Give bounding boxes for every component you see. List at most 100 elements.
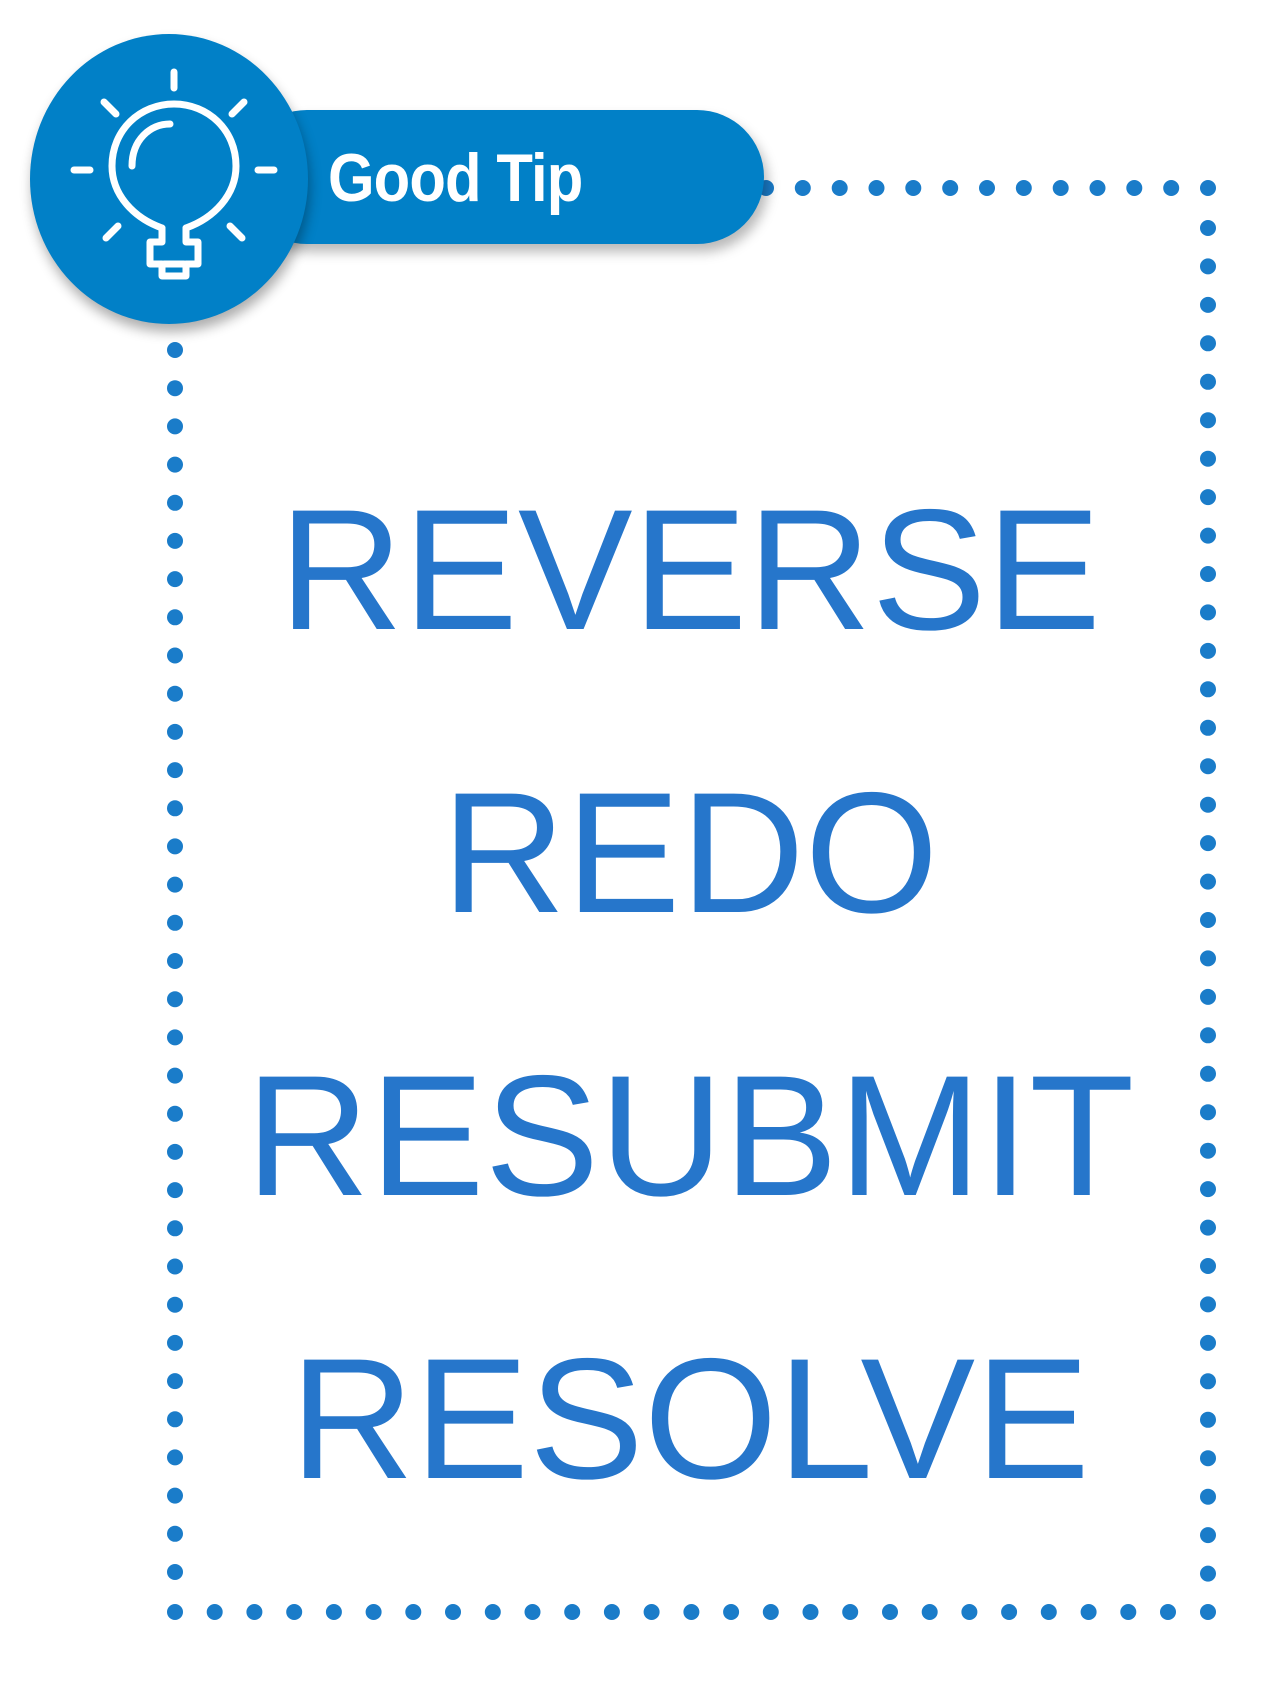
border-dot [1200,642,1216,659]
border-dot [1200,220,1216,236]
border-dot [1200,796,1216,813]
border-dot [905,180,922,196]
border-dot [1200,1334,1216,1351]
border-dot [167,1487,183,1504]
border-dot [167,609,183,626]
border-dot [868,180,885,196]
border-dot [1200,950,1216,967]
border-dot [167,1067,183,1084]
border-dot [1200,1104,1216,1121]
border-dot [1200,412,1216,429]
border-dot [1001,1604,1018,1620]
border-dot [1200,681,1216,698]
border-dot [167,342,183,358]
border-dot [921,1604,938,1620]
border-dot [1015,180,1032,196]
border-dot [564,1604,581,1620]
border-dot [167,1296,183,1313]
border-dot [1200,450,1216,467]
border-dot [167,456,183,473]
border-dot [167,1258,183,1275]
border-dot [723,1604,740,1620]
border-dot [365,1604,382,1620]
border-dot [1200,873,1216,890]
border-dot [167,1373,183,1390]
border-dot [167,1334,183,1351]
border-dot [1120,1604,1137,1620]
border-dot [1040,1604,1057,1620]
border-dot [167,1182,183,1199]
border-dot [1200,1411,1216,1428]
border-dot [1200,1488,1216,1505]
border-dot [1200,1219,1216,1236]
border-dot [1163,180,1180,196]
border-dot [1200,719,1216,736]
border-dot [1200,1373,1216,1390]
border-dot [842,1604,859,1620]
border-dot [1200,296,1216,313]
border-dot [762,1604,779,1620]
border-dot [484,1604,501,1620]
border-dot [1200,180,1216,196]
border-dot [1200,1181,1216,1198]
border-dot [1200,335,1216,352]
border-dot [524,1604,541,1620]
border-dot [167,1525,183,1542]
lightbulb-icon [70,68,278,280]
border-dot [1200,373,1216,390]
border-dot [1126,180,1143,196]
border-dot [961,1604,978,1620]
border-dot [167,494,183,511]
border-dot [167,532,183,549]
border-dot [1200,835,1216,852]
border-dot [643,1604,660,1620]
border-dot [1200,1065,1216,1082]
border-dot [942,180,959,196]
border-dot [1200,566,1216,582]
border-dot [979,180,995,196]
border-dot [167,685,183,702]
border-dot [167,838,183,855]
border-dot [1200,988,1216,1005]
border-dot [167,1105,183,1122]
border-dot [1200,489,1216,506]
border-dot [794,180,811,196]
border-dot [325,1604,342,1620]
border-dot [882,1604,898,1620]
word-redo: REDO [441,757,939,949]
border-dot [603,1604,620,1620]
border-dot [167,418,183,435]
border-dot [167,1564,183,1580]
border-dot [167,876,183,893]
border-dot [167,571,183,588]
border-dot [1200,527,1216,544]
border-dot [167,991,183,1008]
border-dot [1080,1604,1097,1620]
border-dot [167,723,183,740]
border-dot [802,1604,819,1620]
border-dot [167,1029,183,1046]
border-dot [1200,1527,1216,1544]
border-dot [167,1220,183,1237]
border-dot [1200,258,1216,275]
border-dot [445,1604,461,1620]
border-dot [167,762,183,779]
border-dot [1200,604,1216,621]
word-resubmit: RESUBMIT [245,1040,1135,1232]
border-dot [831,180,848,196]
border-dot [206,1604,223,1620]
border-dot [1200,1565,1216,1582]
border-dot [167,1449,183,1466]
border-dot [1089,180,1106,196]
border-dot [1200,758,1216,775]
tip-label: Good Tip [328,140,583,216]
border-dot [1200,1604,1216,1620]
border-dot [1160,1604,1176,1620]
border-dot [286,1604,303,1620]
border-dot [167,953,183,969]
word-resolve: RESOLVE [290,1323,1090,1515]
border-dot [167,1143,183,1160]
border-dot [167,914,183,931]
border-dot [167,1604,183,1620]
